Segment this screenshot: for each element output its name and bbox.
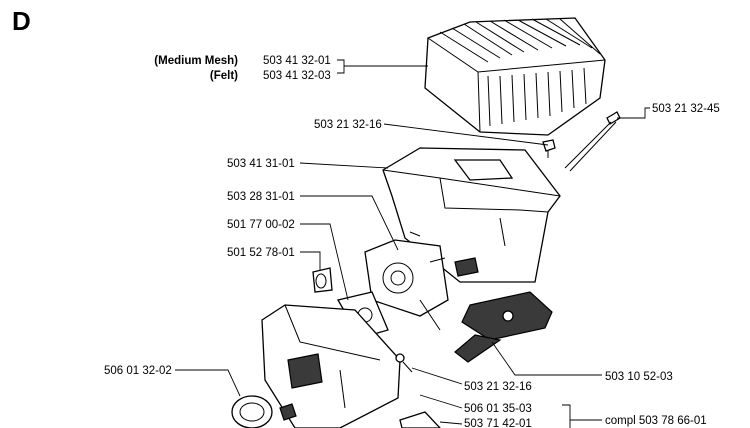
screw-b-part-number: 503 21 32-16 bbox=[464, 381, 532, 393]
filter-mesh-note: (Medium Mesh) bbox=[154, 55, 238, 67]
leader-lines bbox=[175, 59, 650, 428]
lever-part-number: 503 10 52-03 bbox=[605, 371, 673, 383]
boot-part-number: 501 52 78-01 bbox=[227, 247, 295, 259]
carburetor-part-number: 503 28 31-01 bbox=[227, 191, 295, 203]
gasket-a-part-number: 501 77 00-02 bbox=[227, 219, 295, 231]
ring bbox=[231, 395, 273, 428]
filter-felt-note: (Felt) bbox=[210, 70, 238, 82]
boot bbox=[312, 267, 333, 293]
lower-housing bbox=[261, 304, 401, 428]
compl-part-number: compl 503 78 66-01 bbox=[605, 415, 707, 427]
long-bolt bbox=[564, 111, 621, 172]
filter-felt-part-number: 503 41 32-03 bbox=[263, 70, 331, 82]
small-parts bbox=[279, 403, 441, 428]
air-filter bbox=[424, 17, 606, 136]
screw-b bbox=[395, 353, 413, 373]
ring-part-number: 506 01 32-02 bbox=[104, 365, 172, 377]
part-labels: (Medium Mesh) 503 41 32-01 (Felt) 503 41… bbox=[104, 55, 720, 428]
lever bbox=[454, 291, 553, 363]
screw-a bbox=[542, 139, 556, 158]
bolt-part-number: 503 21 32-45 bbox=[652, 103, 720, 115]
part-c-part-number: 506 01 35-03 bbox=[464, 403, 532, 415]
part-d-part-number: 503 71 42-01 bbox=[464, 418, 532, 428]
base-part-number: 503 41 31-01 bbox=[227, 158, 295, 170]
filter-mesh-part-number: 503 41 32-01 bbox=[263, 55, 331, 67]
screw-a-part-number: 503 21 32-16 bbox=[314, 119, 382, 131]
section-letter: D bbox=[12, 6, 31, 36]
